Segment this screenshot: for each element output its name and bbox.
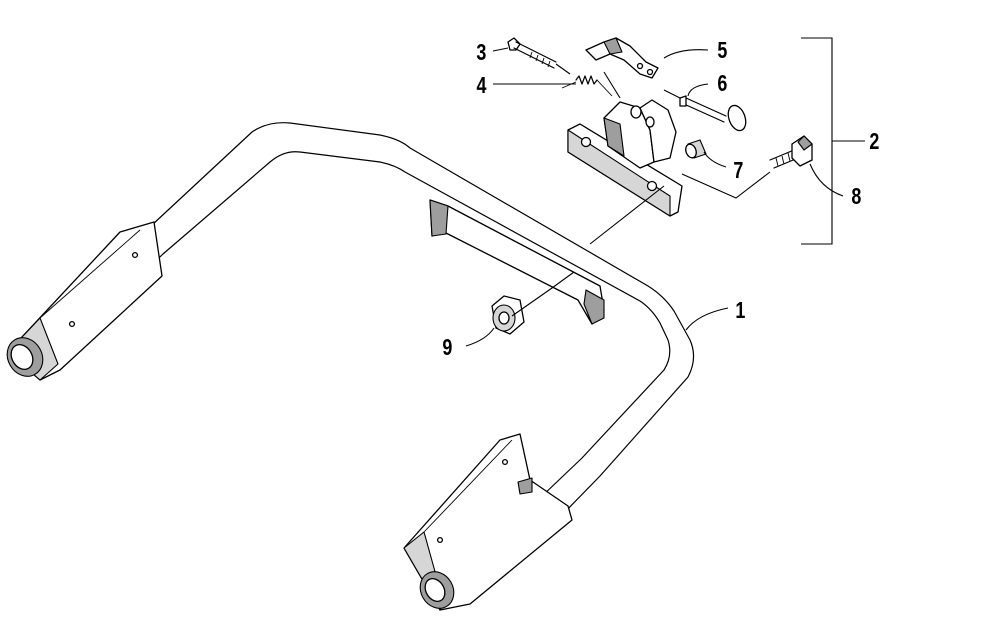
bumper-bar [6,122,695,611]
latch-hook-part-5 [585,37,659,79]
callout-6: 6 [717,71,727,97]
leader-lines [465,37,865,347]
latch-bracket-assembly [567,99,683,217]
callout-9: 9 [442,335,452,361]
spacer-part-7 [685,139,707,159]
callout-2: 2 [869,129,879,155]
callout-labels: 1 2 3 4 5 6 7 8 9 [442,38,879,361]
nut-part-9 [491,295,525,335]
callout-7: 7 [733,158,743,184]
callout-5: 5 [717,38,727,64]
spring-part-4 [561,75,613,97]
bolt-part-3 [507,37,557,69]
callout-1: 1 [735,298,745,324]
callout-3: 3 [476,40,486,66]
callout-8: 8 [851,184,861,210]
assembly-lines [511,63,771,317]
callout-4: 4 [476,73,486,99]
pin-part-6 [679,95,747,132]
flange-bolt-part-8 [769,135,813,169]
